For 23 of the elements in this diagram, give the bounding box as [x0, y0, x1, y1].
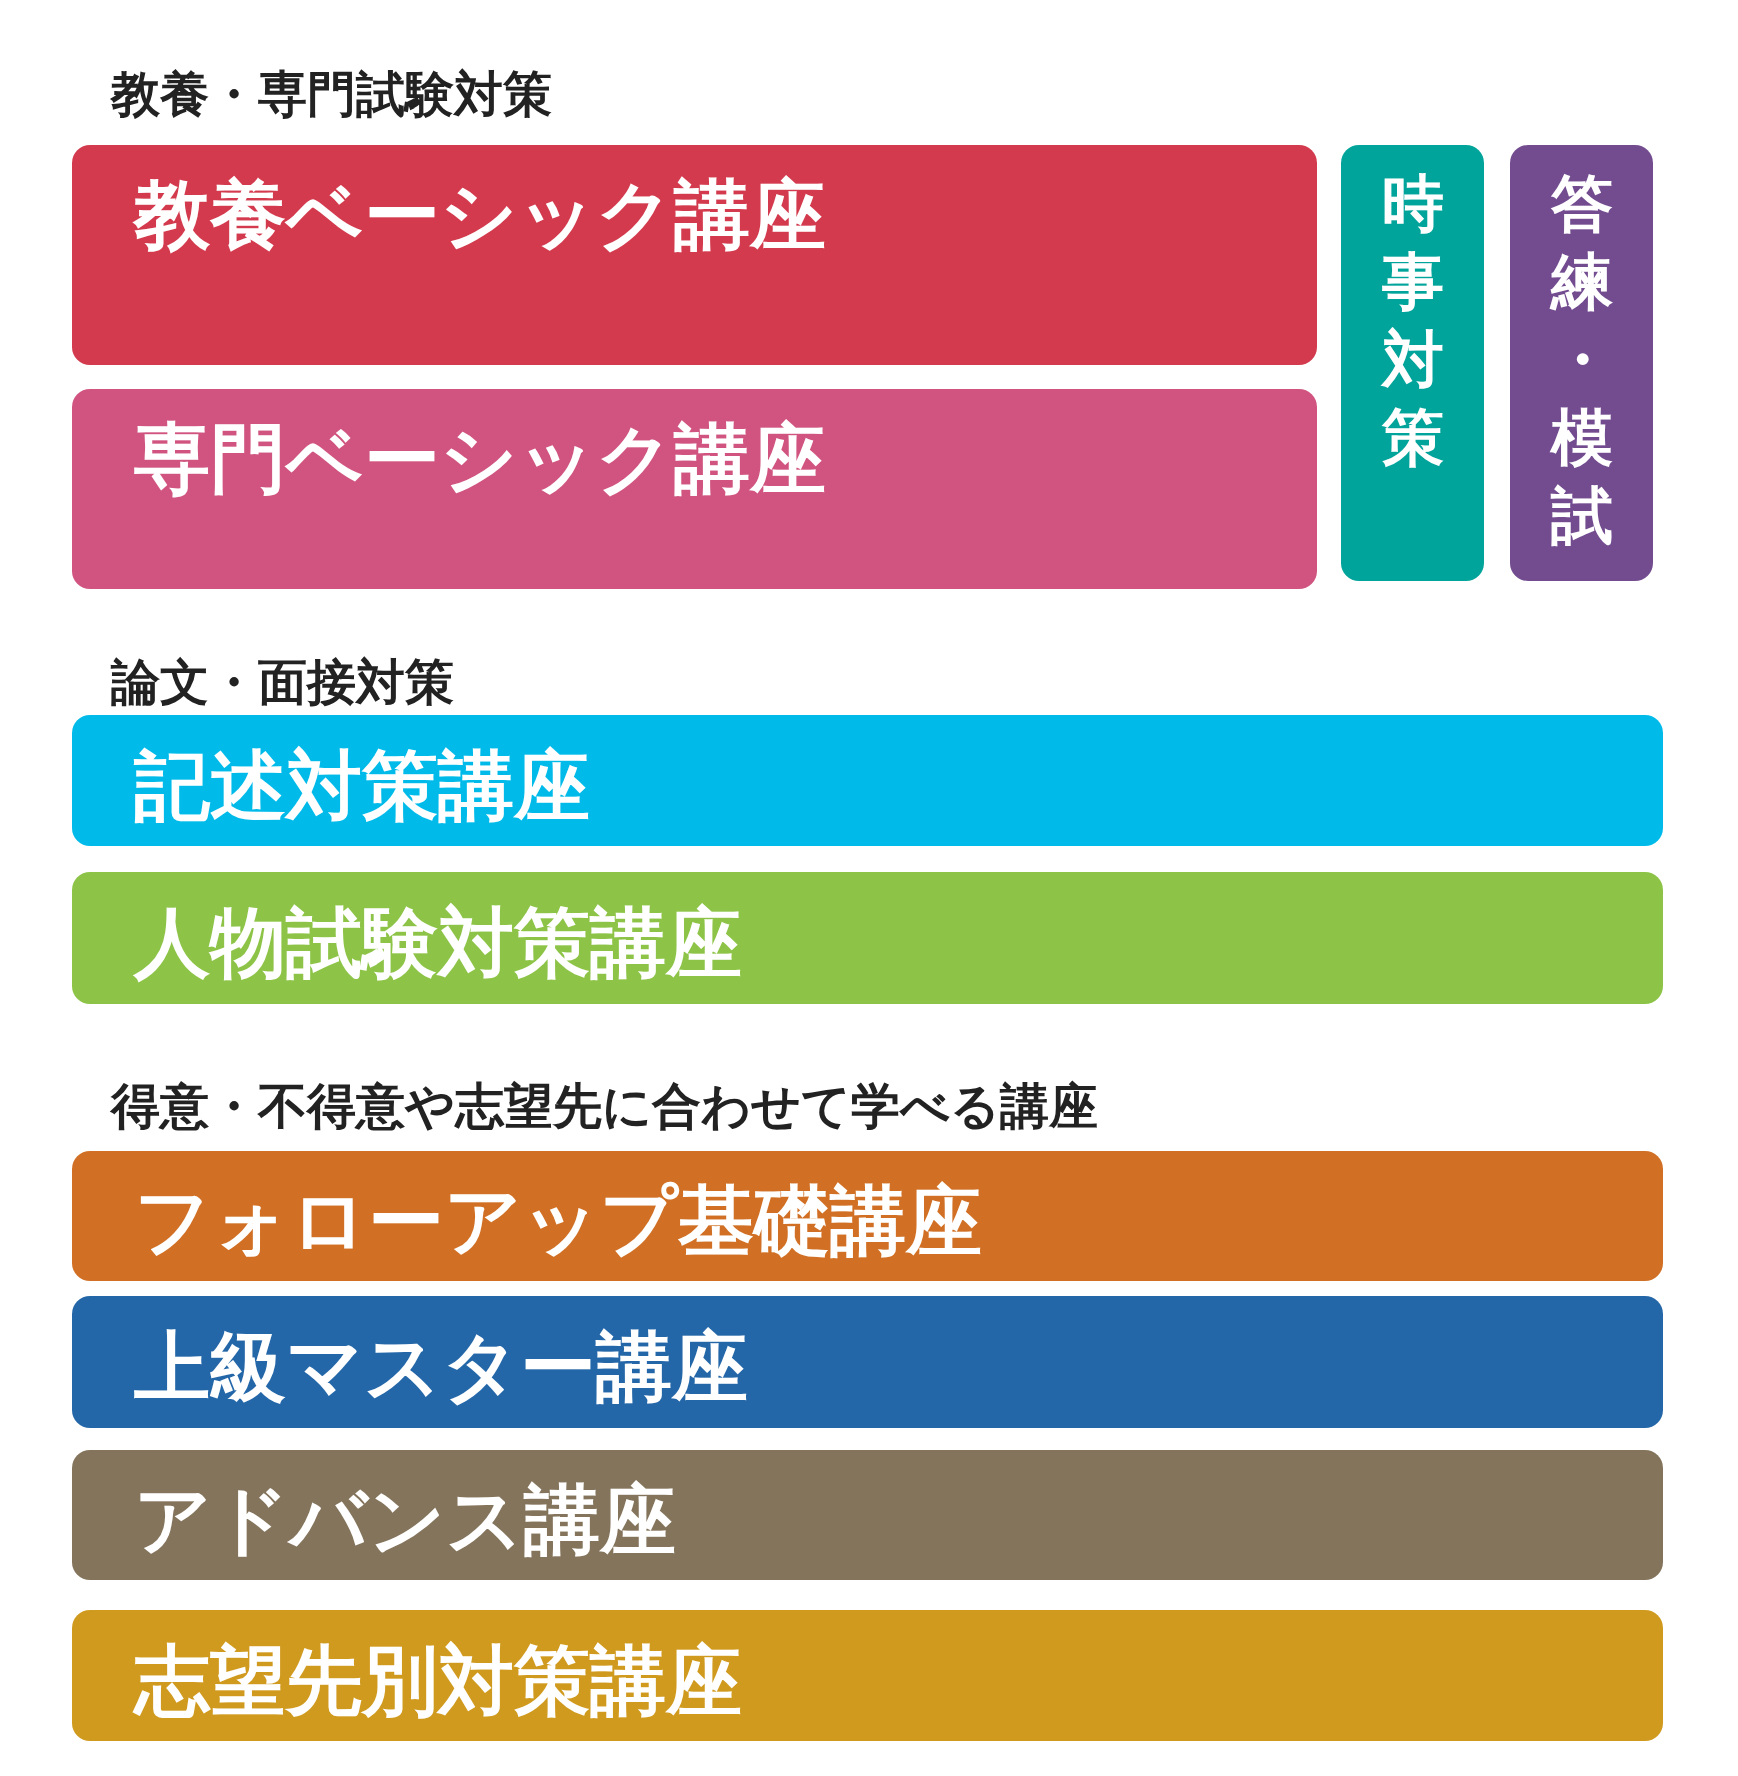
course-title: 答練・模試 — [1550, 166, 1613, 554]
course-box — [72, 1450, 1663, 1580]
course-title: アドバンス講座 — [134, 1474, 676, 1566]
course-box — [72, 1610, 1663, 1741]
course-title: 志望先別対策講座 — [134, 1634, 742, 1727]
course-box — [72, 145, 1317, 365]
course-title: フォローアップ基礎講座 — [134, 1175, 982, 1267]
course-box — [72, 872, 1663, 1004]
course-title: 時事対策 — [1381, 166, 1444, 476]
course-title: 教養ベーシック講座 — [134, 169, 826, 261]
course-box — [1510, 145, 1653, 581]
course-title: 記述対策講座 — [134, 739, 590, 832]
course-box — [72, 1296, 1663, 1428]
course-box — [72, 1151, 1663, 1281]
section-heading: 論文・面接対策 — [111, 653, 454, 713]
course-box — [1341, 145, 1484, 581]
course-box — [72, 715, 1663, 846]
course-title: 人物試験対策講座 — [134, 897, 742, 989]
course-title: 上級マスター講座 — [134, 1321, 748, 1413]
section-heading: 得意・不得意や志望先に合わせて学べる講座 — [111, 1077, 1098, 1137]
section-heading: 教養・専門試験対策 — [111, 65, 552, 125]
course-box — [72, 389, 1317, 589]
course-title: 専門ベーシック講座 — [134, 413, 826, 505]
